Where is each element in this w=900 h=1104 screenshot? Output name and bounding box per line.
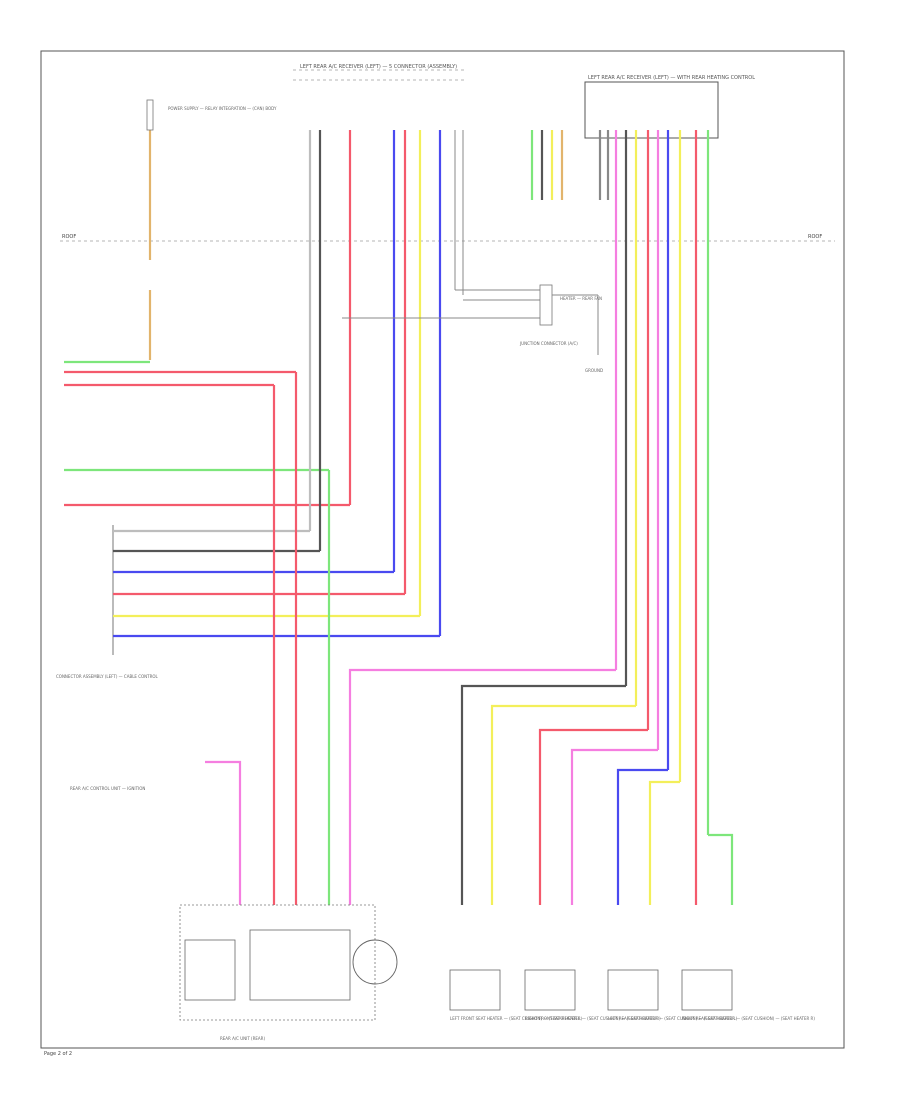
left-connector: CONNECTOR ASSEMBLY (LEFT) — CABLE CONTRO… (56, 525, 440, 679)
controller-feeds (205, 372, 331, 905)
page-label: Page 2 of 2 (44, 1051, 72, 1057)
motor-1-label: LEFT FRONT SEAT HEATER — (SEAT CUSHION) … (450, 1016, 583, 1021)
left-inputs (64, 360, 350, 507)
top-center-component: LEFT REAR A/C RECEIVER (LEFT) — 5 CONNEC… (293, 64, 465, 81)
bottom-controller: REAR A/C UNIT (REAR) REAR A/C CONTROL UN… (70, 786, 398, 1041)
junction: JUNCTION CONNECTOR (A/C) GROUND HEATER —… (342, 284, 603, 373)
motor-1: LEFT FRONT SEAT HEATER — (SEAT CUSHION) … (449, 969, 583, 1021)
motor-4-label: RIGHT REAR SEAT HEATER — (SEAT CUSHION) … (682, 1016, 815, 1021)
left-connector-label: CONNECTOR ASSEMBLY (LEFT) — CABLE CONTRO… (56, 674, 159, 679)
top-right-component-label: LEFT REAR A/C RECEIVER (LEFT) — WITH REA… (588, 75, 755, 81)
relay-label: HEATER — REAR FAN (560, 296, 602, 301)
top-center-trunk (308, 130, 464, 636)
motor-2-label: RIGHT FRONT SEAT HEATER — (SEAT CUSHION)… (525, 1016, 661, 1021)
upper-left-power-supply: POWER SUPPLY — RELAY INTEGRATION — (CAN)… (146, 99, 277, 360)
junction-label: JUNCTION CONNECTOR (A/C) (519, 341, 578, 346)
roof-label-left: ROOF (62, 234, 76, 240)
top-right-trunk (530, 130, 710, 860)
motor-3-label: LEFT REAR SEAT HEATER — (SEAT CUSHION) —… (608, 1016, 738, 1021)
bottom-controller-label: REAR A/C CONTROL UNIT — IGNITION (70, 786, 145, 791)
motor-4: RIGHT REAR SEAT HEATER — (SEAT CUSHION) … (681, 969, 815, 1021)
ground-label: GROUND (585, 368, 603, 373)
bottom-box-label: REAR A/C UNIT (REAR) (220, 1036, 265, 1041)
top-right-component: LEFT REAR A/C RECEIVER (LEFT) — WITH REA… (584, 75, 755, 139)
motor-3: LEFT REAR SEAT HEATER — (SEAT CUSHION) —… (607, 969, 738, 1021)
upper-left-label: POWER SUPPLY — RELAY INTEGRATION — (CAN)… (168, 106, 277, 111)
motor-distribution (348, 668, 734, 905)
roof-label-right: ROOF (808, 234, 822, 240)
diagram-frame (40, 50, 845, 1049)
motor-2: RIGHT FRONT SEAT HEATER — (SEAT CUSHION)… (524, 969, 661, 1021)
top-center-component-label: LEFT REAR A/C RECEIVER (LEFT) — 5 CONNEC… (300, 64, 457, 70)
